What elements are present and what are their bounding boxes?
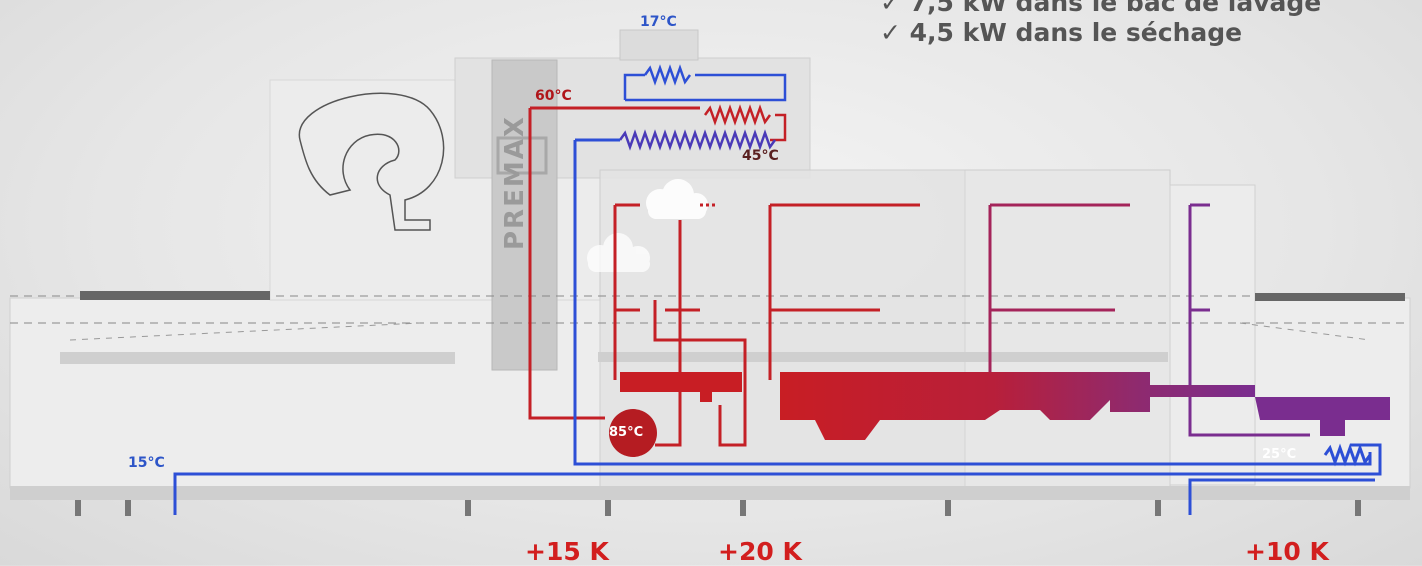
mixed-water-pipe [988, 203, 1130, 380]
wash-tank [620, 372, 1390, 440]
brand-label: PREMAX [500, 115, 530, 250]
temp-60: 60°C [535, 88, 572, 104]
boiler [609, 409, 657, 457]
cold-water-pipe [173, 138, 1382, 515]
control-column [491, 59, 558, 371]
feature-drying: ✓ 4,5 kW dans le séchage [880, 18, 1243, 47]
heat-exchanger [618, 64, 787, 151]
purple-pipe [1188, 203, 1310, 437]
gain-10k: +10 K [1245, 537, 1329, 566]
machine-body [9, 29, 1411, 516]
temp-15: 15°C [128, 455, 165, 471]
steam-cloud-icon [587, 233, 650, 272]
hot-water-pipe [528, 106, 920, 447]
temp-17: 17°C [640, 14, 677, 30]
temp-85: 85°C [609, 425, 644, 440]
temp-45: 45°C [742, 148, 779, 164]
feature-list: ✓ 7,5 kW dans le bac de lavage ✓ 4,5 kW … [880, 0, 1321, 48]
temp-25: 25°C [1262, 447, 1297, 462]
gain-20k: +20 K [718, 537, 802, 566]
gain-15k: +15 K [525, 537, 609, 566]
feature-wash-tank: ✓ 7,5 kW dans le bac de lavage [880, 0, 1322, 17]
steam-cloud-icon [646, 179, 708, 219]
